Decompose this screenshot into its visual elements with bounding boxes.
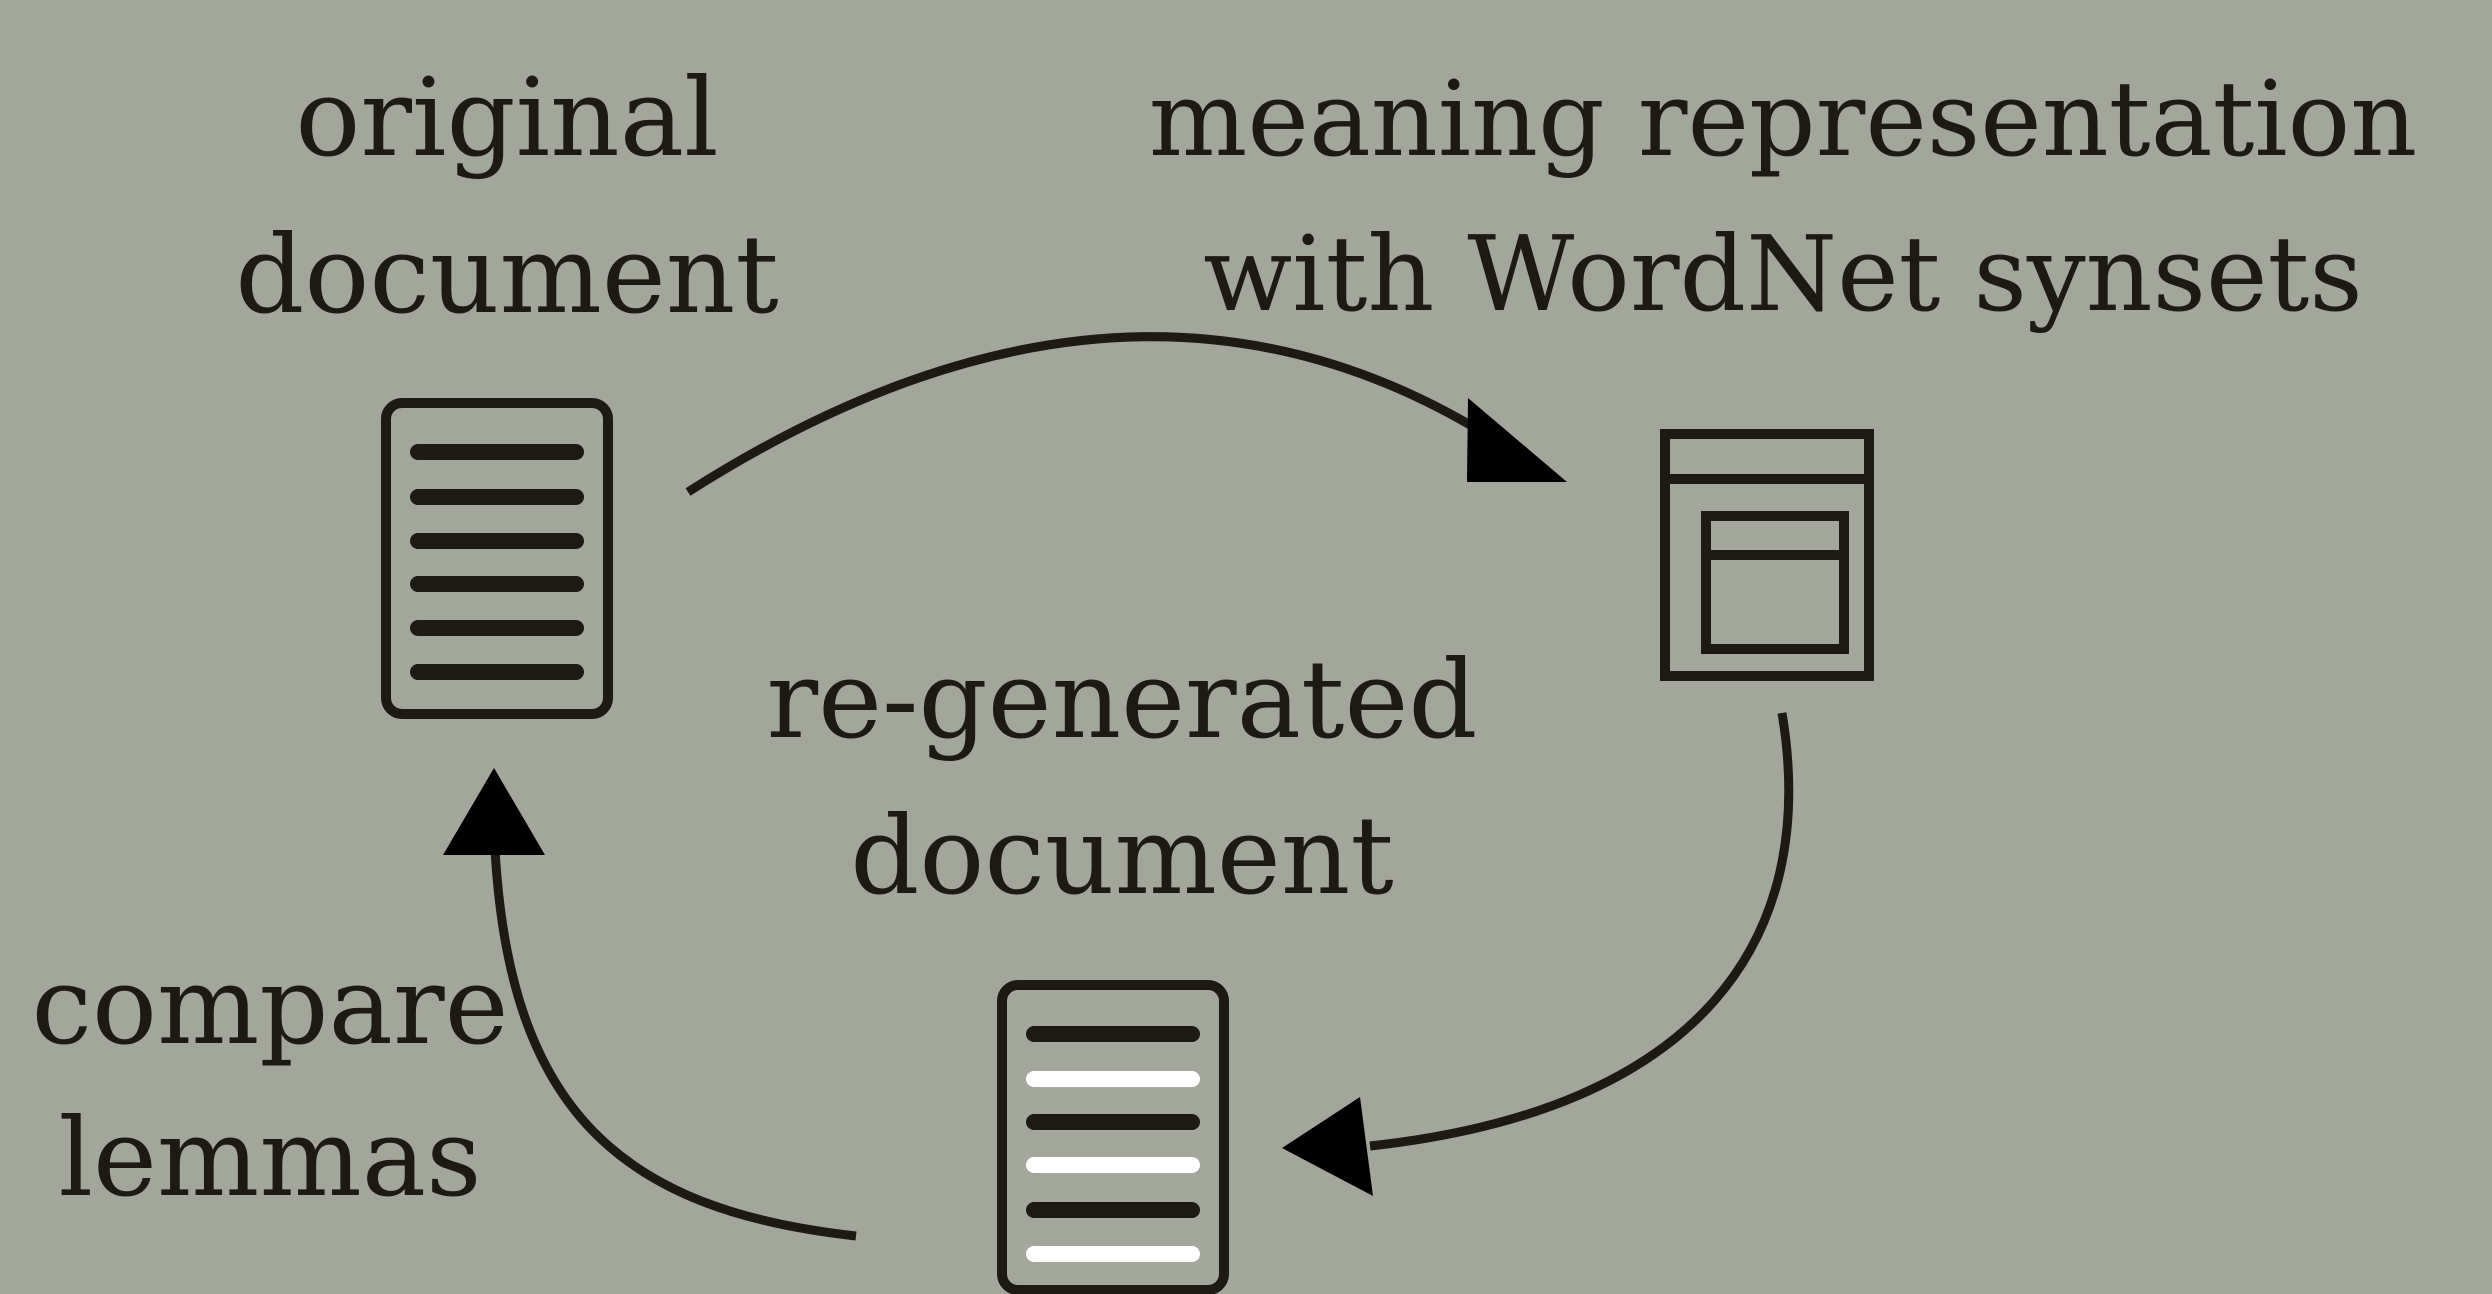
original-label-line2: document: [235, 213, 778, 338]
compare-label-line2: lemmas: [58, 1096, 481, 1221]
meaning-representation-label: meaning representation with WordNet syns…: [1149, 58, 2417, 335]
document-partial-icon: [997, 980, 1229, 1294]
original-document-label: original document: [235, 56, 778, 338]
window-icon: [1660, 429, 1874, 681]
compare-lemmas-label: compare lemmas: [32, 944, 509, 1221]
regenerated-label-line1: re-generated: [766, 638, 1477, 763]
original-label-line1: original: [295, 56, 718, 181]
document-icon: [381, 398, 613, 719]
compare-label-line1: compare: [32, 944, 509, 1069]
meaning-label-line2: with WordNet synsets: [1203, 213, 2362, 335]
arrow-meaning-to-regenerated: [1282, 712, 1794, 1196]
meaning-label-line1: meaning representation: [1149, 58, 2417, 180]
arrow-original-to-meaning: [685, 332, 1567, 496]
regenerated-label-line2: document: [850, 794, 1393, 919]
arrow-regenerated-to-original: [443, 768, 857, 1241]
regenerated-document-label: re-generated document: [766, 638, 1477, 919]
